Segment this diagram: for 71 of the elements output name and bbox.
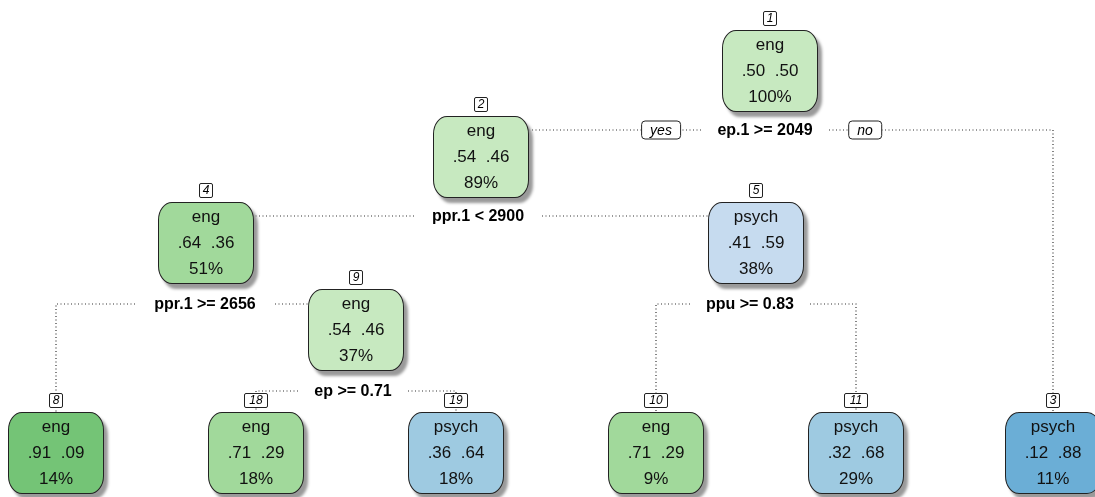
tree-node (208, 412, 304, 494)
node-text: 37% (339, 345, 373, 367)
connector-line (253, 215, 415, 217)
node-number: 8 (49, 393, 63, 408)
node-number: 10 (644, 393, 668, 408)
node-number: 18 (244, 393, 268, 408)
node-text: 11% (1036, 468, 1070, 490)
connector-line (274, 303, 309, 305)
node-text: eng (755, 34, 785, 56)
node-number: 19 (444, 393, 468, 408)
edge-label: yes (641, 120, 681, 140)
node-number: 4 (199, 183, 213, 198)
node-text: 100% (748, 86, 792, 108)
split-rule: ep >= 0.71 (300, 381, 406, 401)
node-text: .41 .59 (727, 232, 785, 254)
node-text: .54 .46 (327, 319, 385, 341)
node-text: psych (433, 416, 479, 438)
connector-line (407, 390, 457, 413)
node-text: 51% (189, 258, 223, 280)
split-rule: ppr.1 < 2900 (416, 206, 540, 226)
node-text: psych (733, 206, 779, 228)
connector-line (655, 303, 691, 413)
edge-label: no (848, 120, 882, 140)
node-number: 5 (749, 183, 763, 198)
split-rule: ppr.1 >= 2656 (137, 294, 273, 314)
tree-node (808, 412, 904, 494)
tree-node (408, 412, 504, 494)
connector-line (809, 303, 857, 413)
node-number: 3 (1046, 393, 1060, 408)
split-rule: ppu >= 0.83 (692, 294, 808, 314)
node-text: eng (191, 206, 221, 228)
node-text: .71 .29 (627, 442, 685, 464)
tree-node (708, 202, 804, 284)
node-text: 18% (439, 468, 473, 490)
node-text: .54 .46 (452, 146, 510, 168)
node-number: 11 (844, 393, 868, 408)
node-text: eng (341, 293, 371, 315)
node-text: eng (641, 416, 671, 438)
node-text: eng (466, 120, 496, 142)
node-text: .91 .09 (27, 442, 85, 464)
node-text: .64 .36 (177, 232, 235, 254)
node-text: 89% (464, 172, 498, 194)
tree-node (308, 289, 404, 371)
node-text: 18% (239, 468, 273, 490)
node-text: eng (241, 416, 271, 438)
node-text: 14% (39, 468, 73, 490)
node-number: 1 (763, 11, 777, 26)
node-text: psych (833, 416, 879, 438)
tree-node (1005, 412, 1095, 494)
node-text: .32 .68 (827, 442, 885, 464)
connector-line (541, 215, 709, 217)
connector-line (828, 129, 1054, 413)
node-text: 29% (839, 468, 873, 490)
node-text: psych (1030, 416, 1076, 438)
node-text: .71 .29 (227, 442, 285, 464)
node-text: .36 .64 (427, 442, 485, 464)
split-rule: ep.1 >= 2049 (703, 120, 827, 140)
node-text: .50 .50 (741, 60, 799, 82)
node-text: eng (41, 416, 71, 438)
tree-node (608, 412, 704, 494)
node-text: 38% (739, 258, 773, 280)
tree-node (8, 412, 104, 494)
tree-node (433, 116, 529, 198)
tree-node (722, 30, 818, 112)
tree-node (158, 202, 254, 284)
node-text: .12 .88 (1024, 442, 1082, 464)
connector-line (55, 303, 136, 413)
node-text: 9% (643, 468, 669, 490)
connector-line (255, 390, 299, 413)
node-number: 2 (474, 97, 488, 112)
node-number: 9 (349, 270, 363, 285)
